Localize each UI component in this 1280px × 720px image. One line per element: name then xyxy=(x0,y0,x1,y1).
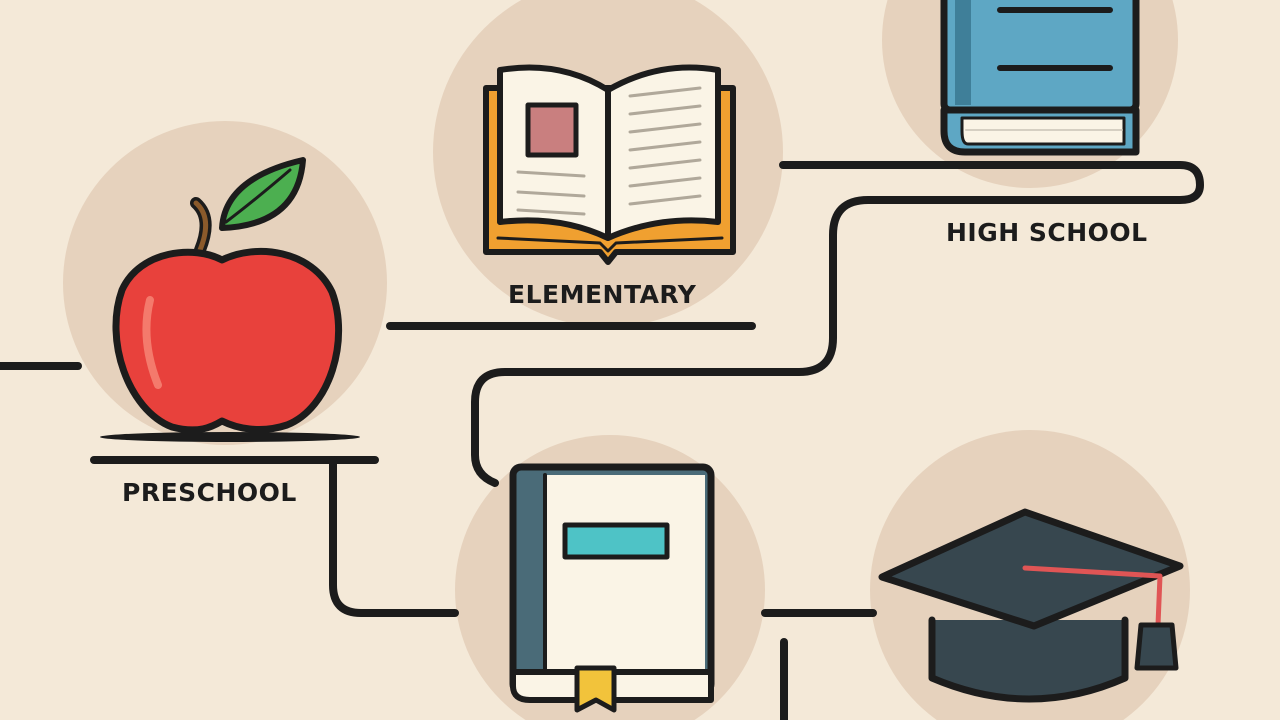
graduation-cap-icon xyxy=(878,508,1184,703)
apple-icon xyxy=(100,157,360,442)
preschool-label: PRESCHOOL xyxy=(122,478,297,507)
book-stack-icon xyxy=(940,0,1140,156)
open-book-icon xyxy=(483,64,736,265)
path-highschool-to-middle xyxy=(471,161,1204,487)
high-school-label: HIGH SCHOOL xyxy=(946,218,1148,247)
elementary-label: ELEMENTARY xyxy=(508,280,697,309)
closed-book-icon xyxy=(509,463,715,713)
path-lines xyxy=(0,161,1204,720)
path-preschool-to-middle xyxy=(329,456,459,617)
